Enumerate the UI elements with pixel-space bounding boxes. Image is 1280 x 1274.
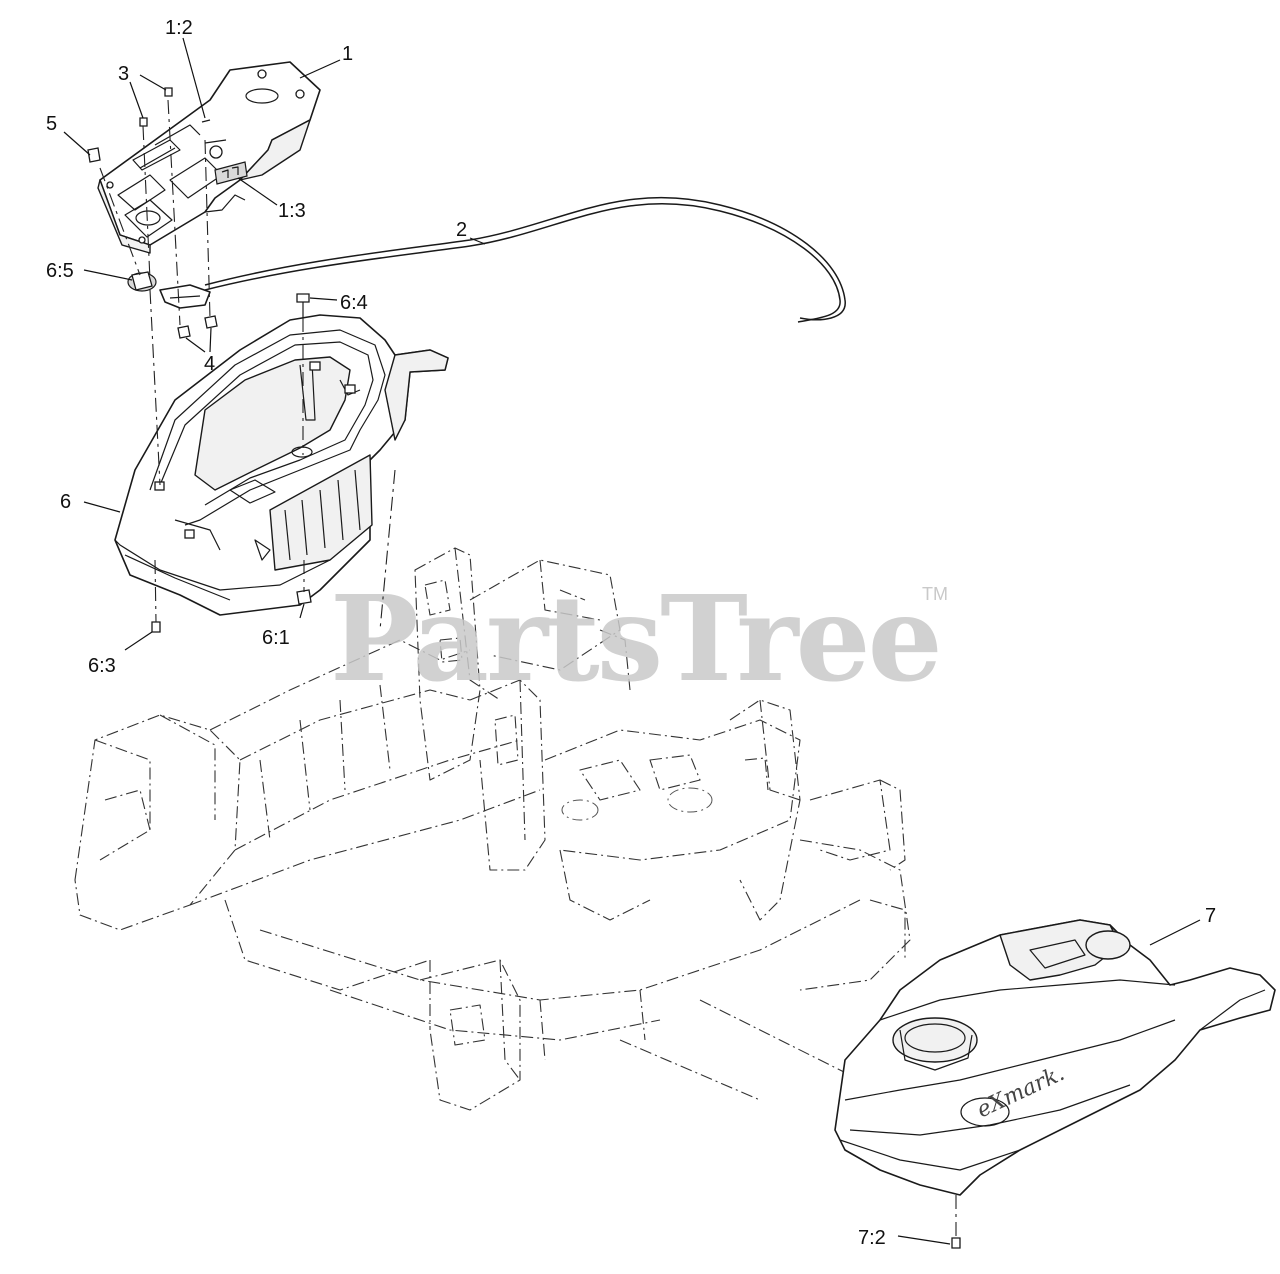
callout-6-5: 6:5 [46,260,74,282]
screw-3a [164,87,173,97]
bolt-5 [87,147,101,163]
mower-frame-phantom [74,547,911,1111]
nut-6-1 [296,589,312,605]
callout-7-2: 7:2 [858,1227,886,1249]
callout-6-3: 6:3 [88,655,116,677]
callout-6: 6 [60,491,71,513]
clip-6-5 [131,271,153,291]
part-6-console-pod [114,314,449,616]
nut-4b [204,315,218,329]
screw-3b [139,117,148,127]
callout-7: 7 [1205,905,1216,927]
nut-4a [177,325,191,339]
callout-1-2: 1:2 [165,17,193,39]
partstree-watermark: PartsTree TM [330,569,948,708]
watermark-trademark: TM [922,584,948,604]
part-2-cable [127,196,846,323]
watermark-text: PartsTree [330,569,940,708]
assembly-lines [99,99,957,1238]
hardware [87,87,961,1249]
callout-6-4: 6:4 [340,292,368,314]
bolt-6-4 [296,293,310,303]
callout-4: 4 [204,353,215,375]
callout-6-1: 6:1 [262,627,290,649]
screw-6-3 [151,621,161,633]
screw-7-2 [951,1237,961,1249]
callout-1: 1 [342,43,353,65]
part-1-control-panel [97,61,321,254]
callout-5: 5 [46,113,57,135]
callouts: 1 1:2 1:3 2 3 4 5 6 6:1 6:3 6:4 6:5 7 7:… [46,17,1216,1249]
callout-3: 3 [118,63,129,85]
callout-2: 2 [456,219,467,241]
part-7-side-console: eXmark. [834,919,1276,1196]
callout-1-3: 1:3 [278,200,306,222]
